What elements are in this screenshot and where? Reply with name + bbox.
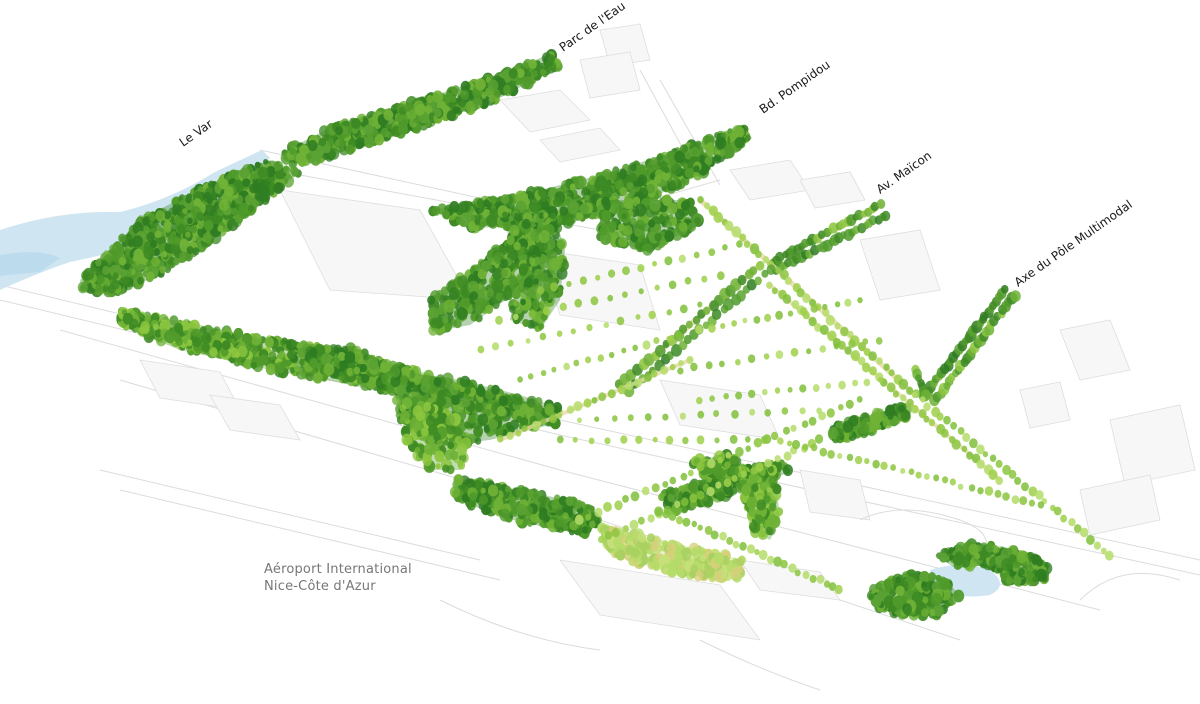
label-le-var: Le Var	[177, 117, 216, 150]
label-axe-du-pole-multimodal: Axe du Pôle Multimodal	[1012, 197, 1135, 289]
label-av-maicon: Av. Maïcon	[874, 148, 934, 196]
label-airport-line2: Nice-Côte d'Azur	[264, 579, 376, 594]
tree-plantings	[77, 49, 1114, 622]
ghost-base-map	[0, 23, 1200, 691]
map-labels: Le Var Parc de l'Eau Bd. Pompidou Av. Ma…	[177, 0, 1135, 594]
label-airport-line1: Aéroport International	[264, 562, 412, 577]
label-bd-pompidou: Bd. Pompidou	[757, 57, 833, 116]
